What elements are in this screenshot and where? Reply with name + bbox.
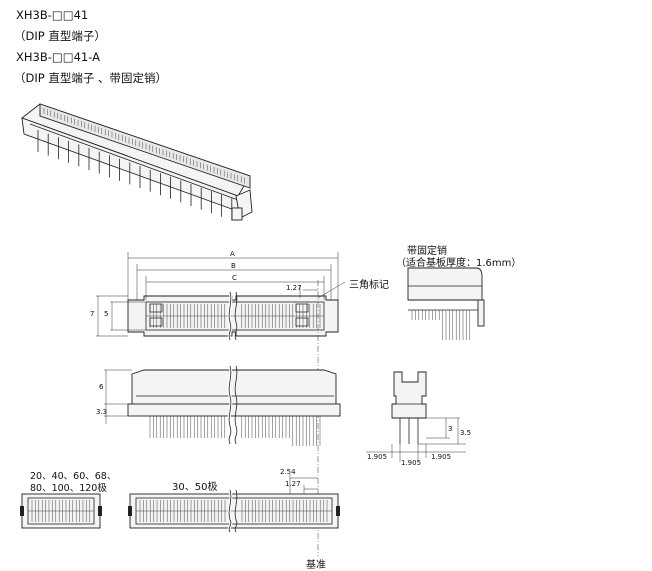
connector-isometric-illustration: [21, 103, 253, 221]
dim-side-3: 3: [448, 425, 453, 433]
fixed-pin-detail: [407, 267, 485, 340]
dim-pitch-top: 1.27: [286, 284, 302, 292]
dim-height-5: 5: [104, 310, 109, 318]
model-type-1: （DIP 直型端子）: [14, 29, 106, 43]
model-title-2: XH3B-□□41-A: [16, 50, 101, 64]
model-title-1: XH3B-□□41: [16, 8, 89, 22]
dim-c: C: [232, 274, 237, 282]
poles-small-label-2: 80、100、120极: [30, 483, 107, 494]
bottom-view-small: [20, 493, 102, 529]
dim-a: A: [230, 250, 235, 258]
side-view: [366, 371, 466, 462]
dim-side-1905-left: 1.905: [367, 453, 388, 461]
triangle-mark-label: 三角标记: [349, 280, 389, 291]
dim-pitch-2-54: 2.54: [280, 468, 296, 476]
front-view: [127, 280, 346, 556]
dim-b: B: [231, 262, 236, 270]
elevation-view: [104, 365, 341, 446]
dim-side-1905-right: 1.905: [431, 453, 452, 461]
dim-height-6: 6: [99, 383, 104, 391]
poles-large-label: 30、50极: [172, 482, 218, 493]
dim-side-1905-mid: 1.905: [401, 459, 422, 467]
model-type-2: （DIP 直型端子 、带固定销）: [14, 71, 167, 85]
dim-side-3-5: 3.5: [460, 429, 472, 437]
datum-label: 基准: [306, 560, 326, 571]
dim-height-7: 7: [90, 310, 95, 318]
width-dimensions: [96, 252, 339, 337]
bottom-view-large: [128, 474, 340, 533]
board-thickness-label: （适合基板厚度：1.6mm）: [396, 258, 522, 269]
fixed-pin-label: 带固定销: [407, 246, 447, 257]
poles-small-label: 20、40、60、68、: [30, 471, 117, 482]
dim-height-3-3: 3.3: [96, 408, 108, 416]
dim-pitch-1-27: 1.27: [285, 480, 301, 488]
